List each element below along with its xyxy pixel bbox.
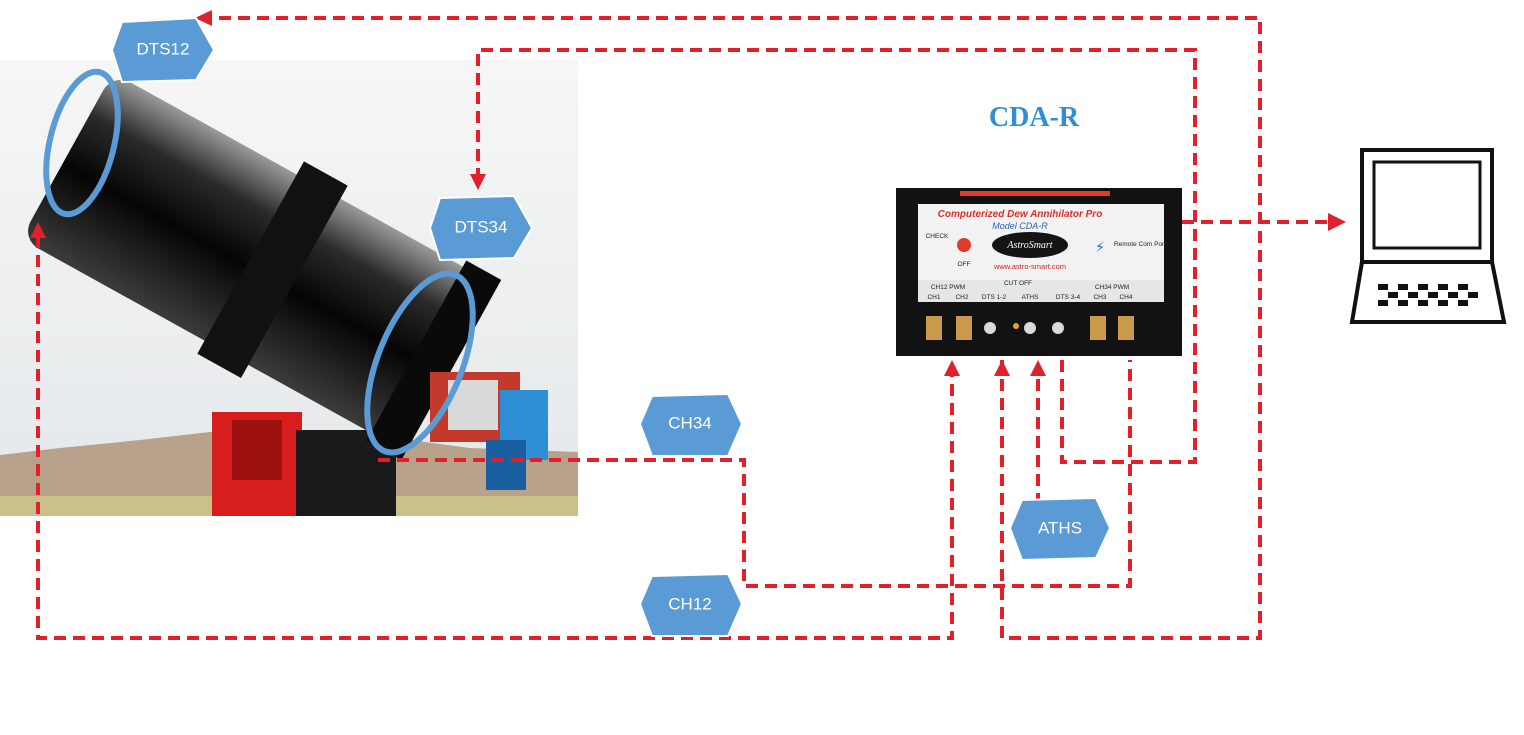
panel-brand: AstroSmart — [1006, 240, 1052, 251]
panel-website: www.astro-smart.com — [993, 262, 1066, 271]
panel-port-ch4: CH4 — [1119, 294, 1132, 301]
badge-ch34-label: CH34 — [668, 413, 711, 432]
panel-ch12-pwm: CH12 PWM — [931, 284, 965, 291]
badge-aths-label: ATHS — [1038, 518, 1082, 537]
panel-remote-label: Remote Com Port — [1114, 241, 1166, 248]
wire-dts34-top — [476, 48, 1197, 464]
dts34-ring — [364, 270, 476, 456]
panel-check-label: CHECK — [926, 233, 949, 240]
usb-icon: ⚡ — [1095, 240, 1105, 256]
badge-ch34: CH34 — [638, 392, 744, 457]
badge-dts12: DTS12 — [110, 16, 216, 84]
panel-cut-off: CUT OFF — [1004, 280, 1032, 287]
badge-ch12: CH12 — [638, 572, 744, 637]
wire-dts12-top — [205, 16, 1262, 640]
badge-dts34-label: DTS34 — [455, 217, 508, 236]
panel-port-ch3: CH3 — [1093, 294, 1106, 301]
badge-ch12-label: CH12 — [668, 594, 711, 613]
laptop-icon — [1349, 148, 1507, 324]
brand-logo — [992, 232, 1068, 258]
wiring — [30, 10, 1346, 640]
panel-port-ch1: CH1 — [927, 294, 940, 301]
diagram-title: CDA-R — [989, 102, 1080, 133]
connector-row — [926, 316, 1134, 340]
panel-model: Model CDA-R — [992, 221, 1048, 231]
controller-device: Computerized Dew Annihilator Pro Model C… — [896, 188, 1182, 356]
badge-aths: ATHS — [1008, 496, 1112, 562]
wire-ch34 — [378, 360, 1132, 588]
power-switch[interactable] — [957, 238, 971, 252]
panel-product-name: Computerized Dew Annihilator Pro — [938, 209, 1103, 220]
badge-dts34: DTS34 — [428, 194, 534, 262]
panel-off-label: OFF — [958, 261, 971, 268]
panel-ch34-pwm: CH34 PWM — [1095, 284, 1129, 291]
panel-port-ch2: CH2 — [955, 294, 968, 301]
telescope-image — [0, 60, 578, 516]
panel-port-aths: ATHS — [1022, 294, 1040, 301]
panel-port-dts12: DTS 1-2 — [982, 294, 1007, 301]
panel-port-dts34: DTS 3-4 — [1056, 294, 1081, 301]
badge-dts12-label: DTS12 — [137, 39, 190, 58]
wire-ch12 — [36, 236, 954, 640]
dts12-ring — [43, 68, 121, 218]
